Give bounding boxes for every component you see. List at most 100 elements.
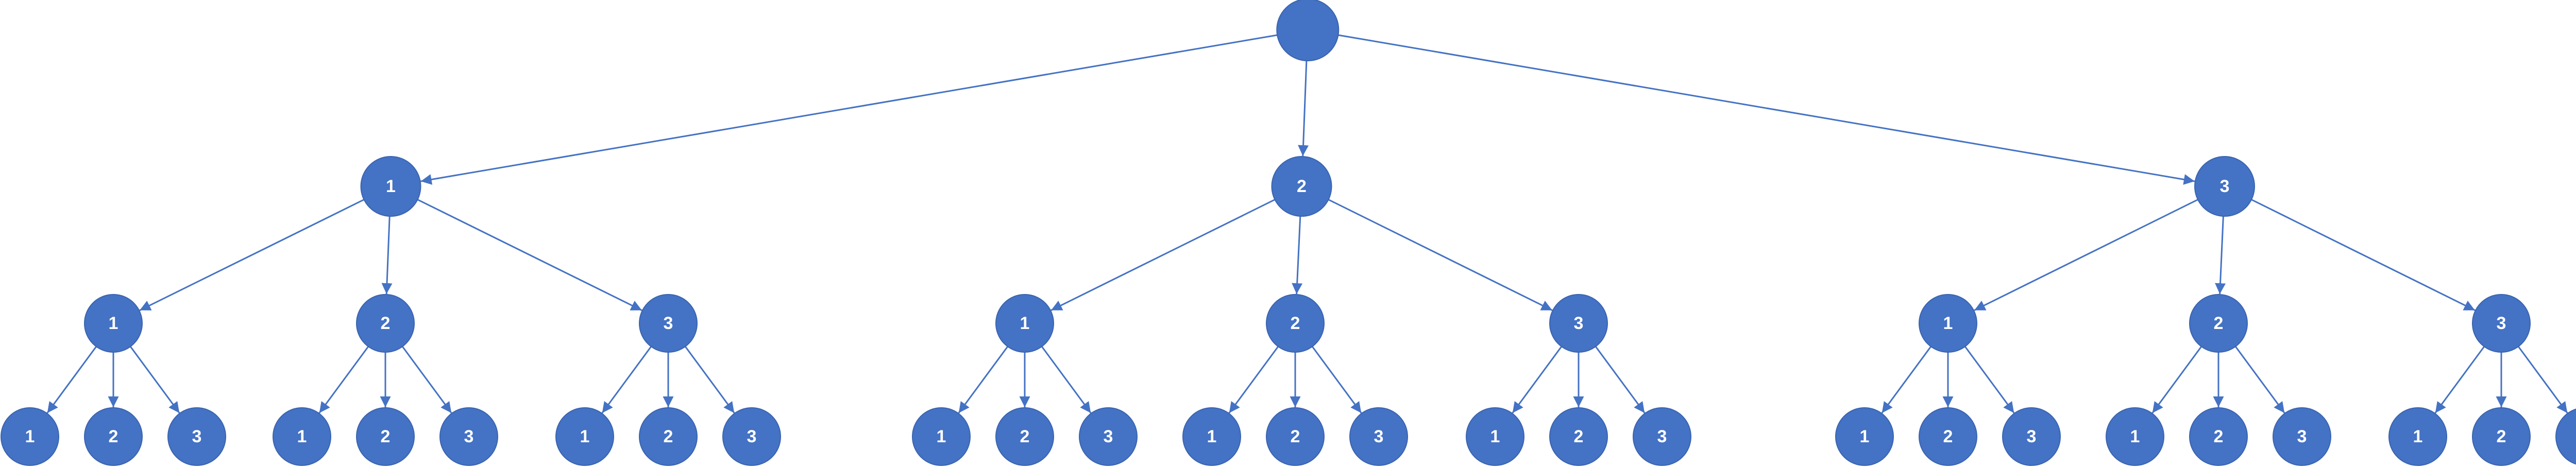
node-label: 1 bbox=[297, 427, 307, 446]
node-circle bbox=[2106, 407, 2164, 466]
tree-edge bbox=[401, 346, 452, 413]
tree-node: 1 bbox=[84, 294, 143, 353]
tree-node: 3 bbox=[2194, 156, 2255, 217]
tree-node: 1 bbox=[273, 407, 331, 466]
node-label: 1 bbox=[1943, 314, 1953, 333]
tree-node: 2 bbox=[84, 407, 143, 466]
node-label: 3 bbox=[2497, 314, 2506, 333]
tree-node: 2 bbox=[1266, 407, 1325, 466]
node-circle bbox=[2472, 294, 2531, 353]
node-label: 1 bbox=[1490, 427, 1500, 446]
tree-edge bbox=[2434, 346, 2485, 413]
node-label: 1 bbox=[2130, 427, 2140, 446]
node-circle bbox=[1276, 0, 1340, 61]
node-label: 3 bbox=[747, 427, 757, 446]
tree-edge bbox=[417, 199, 642, 311]
tree-edge bbox=[1041, 346, 1092, 413]
tree-edge bbox=[2517, 346, 2568, 413]
tree-edge bbox=[1328, 199, 1553, 311]
node-label: 1 bbox=[1860, 427, 1870, 446]
tree-node: 1 bbox=[1182, 407, 1241, 466]
node-label: 1 bbox=[1207, 427, 1217, 446]
node-circle bbox=[2472, 407, 2531, 466]
tree-node: 2 bbox=[356, 407, 415, 466]
node-circle bbox=[167, 407, 226, 466]
node-label: 3 bbox=[464, 427, 474, 446]
tree-node: 1 bbox=[1919, 294, 1977, 353]
tree-edge bbox=[684, 346, 735, 413]
node-circle bbox=[995, 294, 1054, 353]
tree-node: 2 bbox=[639, 407, 698, 466]
node-circle bbox=[356, 407, 415, 466]
tree-node: 1 bbox=[1466, 407, 1524, 466]
tree-edge bbox=[139, 199, 365, 311]
node-circle bbox=[356, 294, 415, 353]
node-circle bbox=[1079, 407, 1138, 466]
tree-node: 1 bbox=[1, 407, 59, 466]
tree-edge bbox=[1974, 199, 2198, 311]
tree-node: 2 bbox=[995, 407, 1054, 466]
node-label: 2 bbox=[381, 427, 391, 446]
node-label: 3 bbox=[1657, 427, 1667, 446]
node-label: 2 bbox=[109, 427, 118, 446]
edges-layer bbox=[46, 34, 2568, 413]
node-circle bbox=[1266, 407, 1325, 466]
tree-edge bbox=[1292, 216, 1303, 294]
tree-node: 3 bbox=[167, 407, 226, 466]
node-circle bbox=[1633, 407, 1691, 466]
node-label: 2 bbox=[2214, 427, 2224, 446]
node-label: 1 bbox=[937, 427, 946, 446]
node-circle bbox=[2189, 407, 2248, 466]
node-circle bbox=[2194, 156, 2255, 217]
tree-edge bbox=[1338, 34, 2195, 185]
tree-edge bbox=[601, 346, 652, 413]
tree-node: 3 bbox=[1633, 407, 1691, 466]
node-circle bbox=[1466, 407, 1524, 466]
tree-edge bbox=[318, 346, 369, 413]
node-label: 3 bbox=[192, 427, 202, 446]
tree-edge bbox=[2151, 346, 2202, 413]
tree-node: 2 bbox=[1266, 294, 1325, 353]
tree-node: 2 bbox=[1919, 407, 1977, 466]
node-label: 2 bbox=[1020, 427, 1030, 446]
tree-node: 3 bbox=[439, 407, 498, 466]
node-circle bbox=[1919, 407, 1977, 466]
node-circle bbox=[84, 294, 143, 353]
node-label: 3 bbox=[2297, 427, 2307, 446]
node-label: 3 bbox=[1104, 427, 1113, 446]
node-circle bbox=[1, 407, 59, 466]
tree-node: 3 bbox=[2472, 294, 2531, 353]
node-circle bbox=[722, 407, 781, 466]
node-circle bbox=[84, 407, 143, 466]
tree-root-node bbox=[1276, 0, 1340, 61]
node-circle bbox=[1549, 407, 1608, 466]
tree-node: 3 bbox=[2555, 408, 2576, 465]
node-label: 2 bbox=[1291, 314, 1300, 333]
node-circle bbox=[555, 407, 614, 466]
tree-node: 1 bbox=[995, 294, 1054, 353]
tree-node: 3 bbox=[1079, 407, 1138, 466]
tree-edge bbox=[46, 346, 97, 413]
node-label: 1 bbox=[109, 314, 118, 333]
tree-node: 3 bbox=[639, 294, 698, 353]
node-label: 3 bbox=[2027, 427, 2037, 446]
tree-edge bbox=[1512, 346, 1563, 413]
node-label: 1 bbox=[580, 427, 590, 446]
tree-edge bbox=[1228, 346, 1279, 413]
tree-edge bbox=[129, 346, 180, 413]
node-label: 2 bbox=[381, 314, 391, 333]
node-label: 3 bbox=[2220, 177, 2230, 196]
tree-node: 1 bbox=[2106, 407, 2164, 466]
tree-edge bbox=[2215, 216, 2226, 294]
node-label: 3 bbox=[1574, 314, 1584, 333]
node-circle bbox=[439, 407, 498, 466]
node-label: 1 bbox=[25, 427, 35, 446]
tree-node: 2 bbox=[1271, 156, 1332, 217]
node-circle bbox=[912, 407, 971, 466]
tree-edge bbox=[1050, 199, 1276, 311]
node-label: 1 bbox=[1020, 314, 1030, 333]
node-label: 2 bbox=[1291, 427, 1300, 446]
tree-node: 1 bbox=[1835, 407, 1894, 466]
node-circle bbox=[995, 407, 1054, 466]
